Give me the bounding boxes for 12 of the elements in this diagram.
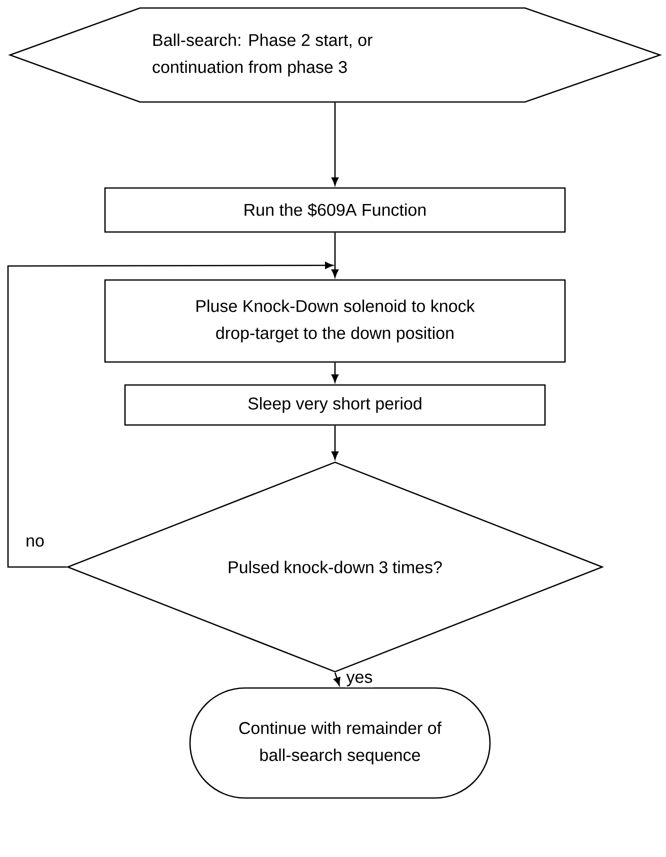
process-box: Pluse Knock-Down solenoid to knock drop-target to the down position (104, 279, 566, 363)
arrow (332, 426, 338, 460)
edge-label: no (24, 536, 46, 548)
arrow (332, 102, 338, 186)
arrow (334, 672, 340, 686)
process-box: Run the $609A Function (104, 187, 566, 233)
arrow (7, 262, 334, 568)
arrow (332, 232, 338, 278)
terminal-box: Continue with remainder of ball-search sequence (189, 687, 491, 799)
process-box: Sleep very short period (124, 384, 546, 426)
edge-label: yes (345, 672, 374, 688)
arrow (332, 362, 338, 382)
